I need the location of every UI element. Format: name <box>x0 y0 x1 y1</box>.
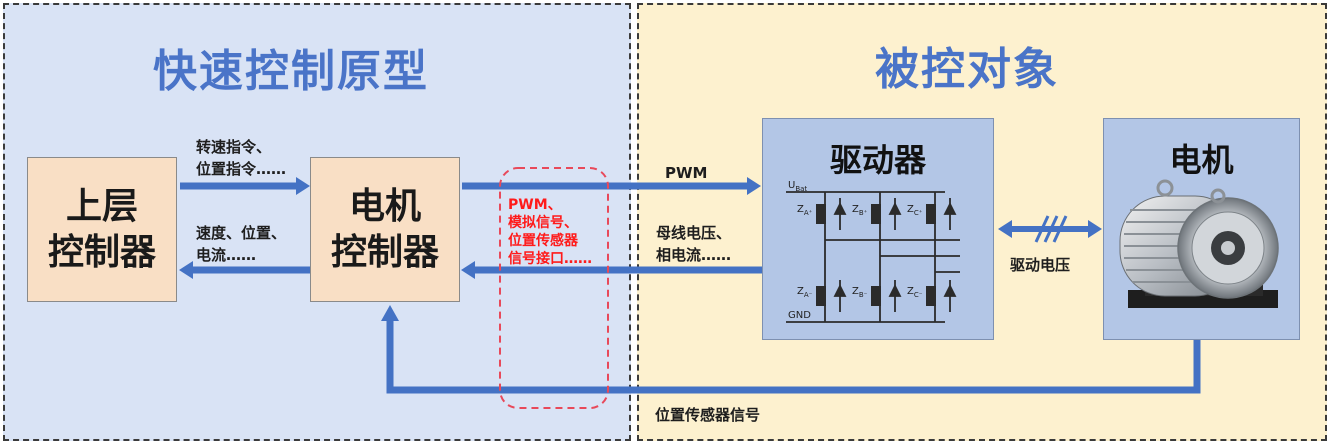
motor-box: 电机 <box>1103 118 1300 340</box>
plant-title: 被控对象 <box>875 44 1059 95</box>
driver-title: 驱动器 <box>829 141 926 179</box>
rcp-title: 快速控制原型 <box>153 46 429 97</box>
motor-title: 电机 <box>1169 141 1234 179</box>
interface-label: PWM、 模拟信号、 位置传感器 信号接口…… <box>508 197 592 267</box>
feedback-label: 速度、位置、 电流…… <box>196 224 287 264</box>
command-label: 转速指令、 位置指令…… <box>196 138 287 178</box>
pwm-label: PWM <box>665 164 708 182</box>
motor-controller-line2: 控制器 <box>330 231 439 273</box>
upper-controller-box: 上层 控制器 <box>27 157 177 302</box>
driver-box: 驱动器 <box>762 118 994 340</box>
drive-voltage-label: 驱动电压 <box>1010 256 1071 274</box>
bus-feedback-label: 母线电压、 相电流…… <box>656 224 732 264</box>
position-sensor-signal-label: 位置传感器信号 <box>655 406 761 424</box>
upper-controller-line2: 控制器 <box>47 231 156 273</box>
motor-controller-line1: 电机 <box>348 185 421 227</box>
upper-controller-line1: 上层 <box>65 185 138 227</box>
motor-controller-box: 电机 控制器 <box>310 157 460 302</box>
